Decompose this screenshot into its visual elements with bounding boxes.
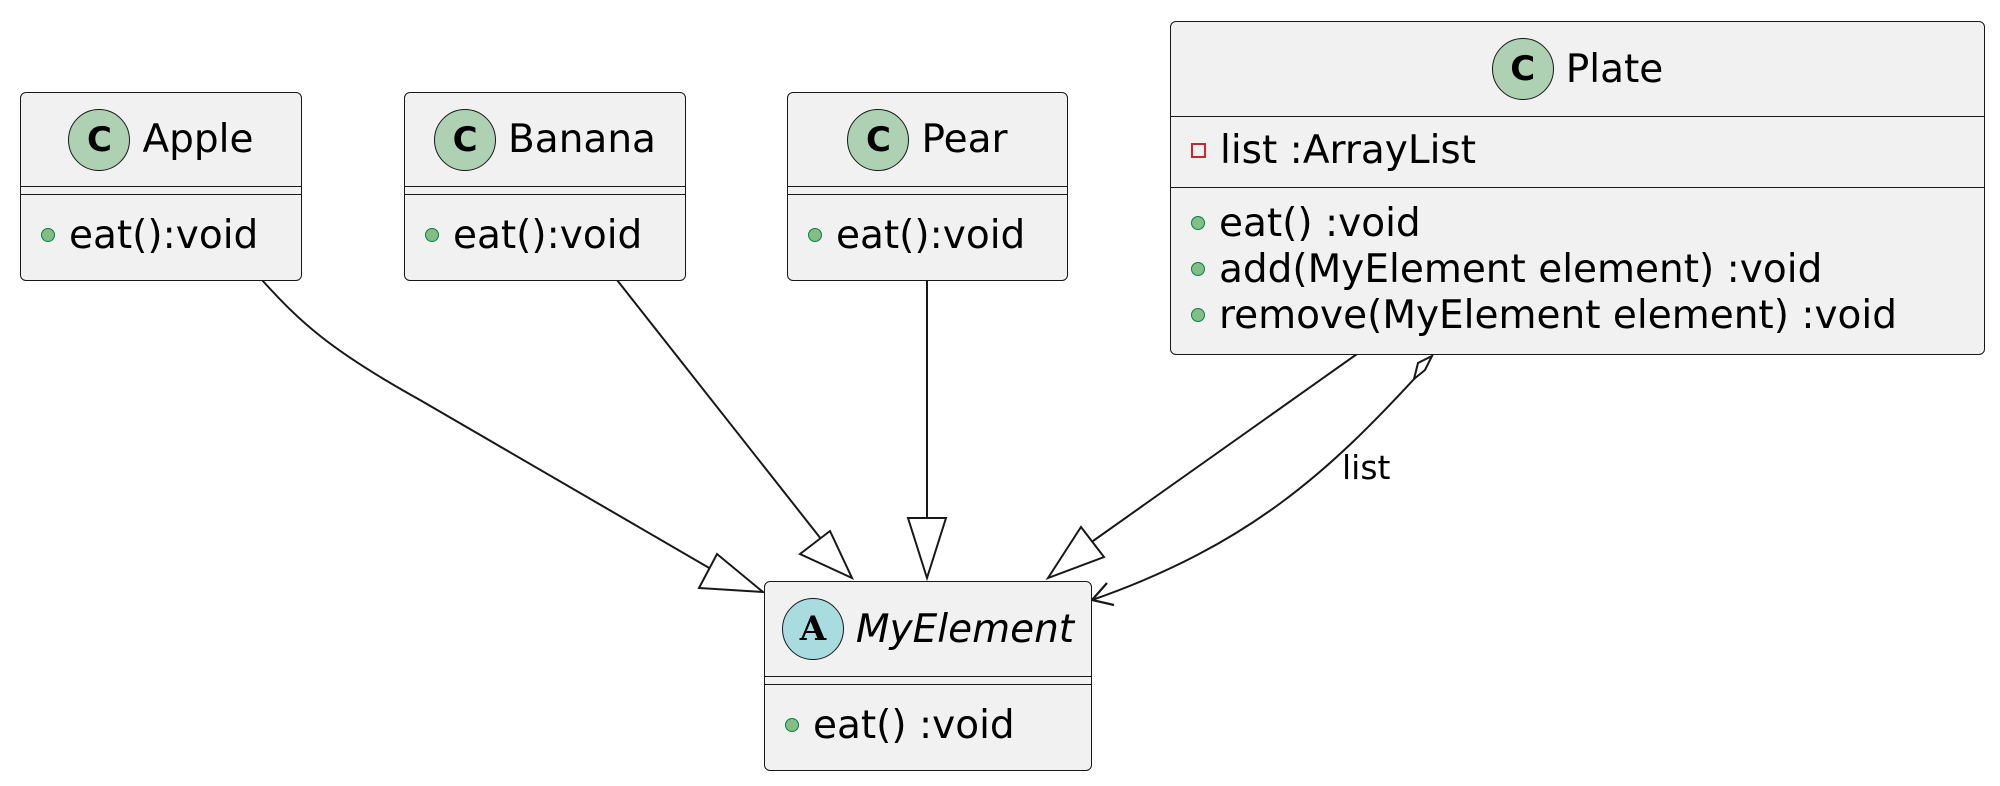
methods-section: eat():void [21,195,301,258]
class-name: Pear [921,117,1008,162]
abstract-badge-icon: A [781,598,844,660]
fields-section [765,677,1091,685]
generalization-arrowhead [906,517,948,582]
generalization-arrowhead [798,529,855,581]
method-signature: eat():void [453,212,643,258]
fields-section [21,187,301,195]
class-badge-icon: C [847,108,910,171]
class-badge-icon: C [434,108,497,171]
class-name: Banana [508,117,656,162]
method-row: add(MyElement element) :void [1171,246,1984,292]
public-visibility-icon [41,228,55,242]
method-signature: eat():void [69,212,259,258]
method-signature: remove(MyElement element) :void [1219,292,1898,338]
method-row: eat() :void [1171,200,1984,246]
class-header: C Apple [21,93,301,187]
private-visibility-icon [1191,142,1206,158]
generalization-arrowhead [697,552,767,594]
class-name: Plate [1565,46,1664,92]
public-visibility-icon [1191,216,1205,230]
method-signature: add(MyElement element) :void [1219,246,1823,292]
edge-apple-myelement [261,279,724,577]
public-visibility-icon [785,718,799,732]
method-row: eat() :void [765,702,1091,748]
edge-plate-myelement-aggregation [1091,377,1416,601]
field-row: list :ArrayList [1171,127,1984,173]
class-header: A MyElement [765,582,1091,677]
fields-section [788,187,1067,195]
class-apple[interactable]: C Apple eat():void [20,92,302,281]
field-declaration: list :ArrayList [1220,127,1477,173]
public-visibility-icon [425,228,439,242]
method-signature: eat() :void [813,702,1015,748]
methods-section: eat():void [788,195,1067,258]
fields-section [405,187,685,195]
class-plate[interactable]: C Plate list :ArrayList eat() :void add(… [1170,21,1985,355]
methods-section: eat():void [405,195,685,258]
class-myelement[interactable]: A MyElement eat() :void [764,581,1092,771]
edge-label-list: list [1342,448,1391,487]
generalization-arrowhead [1045,525,1106,580]
method-row: eat():void [405,212,685,258]
class-header: C Pear [788,93,1067,187]
method-row: eat():void [788,212,1067,258]
method-row: eat():void [21,212,301,258]
class-banana[interactable]: C Banana eat():void [404,92,686,281]
class-header: C Banana [405,93,685,187]
class-pear[interactable]: C Pear eat():void [787,92,1068,281]
class-name: Apple [142,117,254,162]
aggregation-diamond [1412,353,1435,382]
method-signature: eat() :void [1219,200,1421,246]
methods-section: eat() :void [765,685,1091,748]
method-signature: eat():void [836,212,1026,258]
class-name: MyElement [855,606,1075,652]
fields-section: list :ArrayList [1171,117,1984,188]
class-badge-icon: C [68,108,131,171]
methods-section: eat() :void add(MyElement element) :void… [1171,188,1984,338]
public-visibility-icon [1191,308,1205,322]
public-visibility-icon [808,228,822,242]
association-arrowhead [1089,582,1115,607]
method-row: remove(MyElement element) :void [1171,292,1984,338]
edge-banana-myelement [616,279,826,545]
class-header: C Plate [1171,22,1984,117]
public-visibility-icon [1191,262,1205,276]
edge-plate-myelement [1092,353,1358,542]
class-badge-icon: C [1491,38,1554,100]
